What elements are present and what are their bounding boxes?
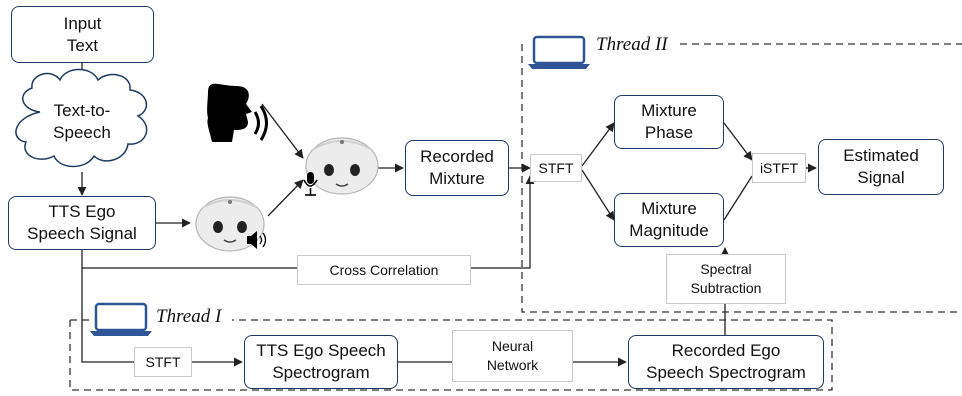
istft-box: iSTFT — [752, 153, 806, 183]
stft-bottom-box: STFT — [134, 347, 192, 377]
thread-2-region — [521, 43, 962, 313]
cross-correlation-box: Cross Correlation — [297, 255, 471, 285]
stft-top-box: STFT — [530, 154, 582, 182]
laptop-icon — [528, 35, 590, 69]
speaking-person-icon — [207, 83, 268, 142]
thread-1-region — [69, 319, 833, 391]
tts-cloud-shape — [15, 68, 148, 168]
microphone-icon — [303, 172, 318, 196]
thread-1-label: Thread I — [152, 306, 226, 328]
thread-2-label: Thread II — [592, 34, 672, 56]
laptop-icon-thread-1 — [90, 302, 152, 336]
speaker-icon — [247, 231, 267, 249]
robot-head-icon — [305, 137, 379, 195]
tts-cloud-label: Text-to-Speech — [53, 101, 111, 142]
